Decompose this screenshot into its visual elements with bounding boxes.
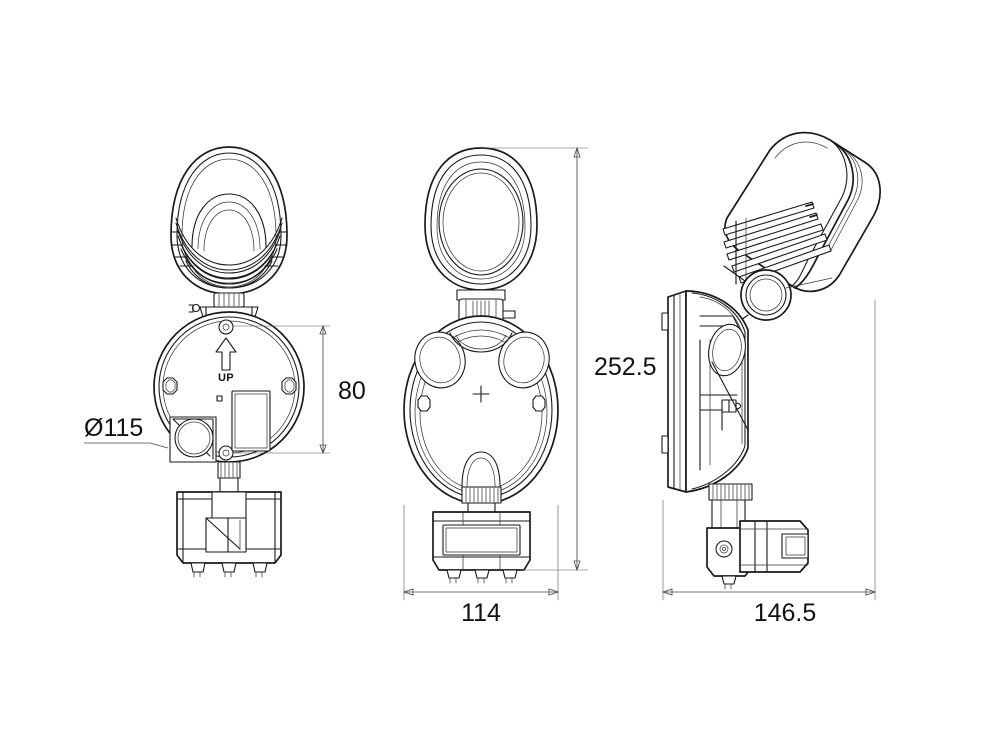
- swivel-knuckle-side: [723, 265, 833, 329]
- dimension-146-5: 146.5: [661, 299, 877, 627]
- dimension-252-5: 252.5: [480, 146, 657, 572]
- sensor-housing-front: [432, 486, 531, 584]
- view-rear: UP: [153, 146, 305, 578]
- base-body-rear: UP: [153, 311, 305, 463]
- sensor-housing-side: [706, 483, 809, 590]
- center-mark: [472, 385, 490, 403]
- up-arrow-marker: [215, 337, 237, 371]
- view-side: [661, 131, 881, 590]
- lamp-head-front: [424, 147, 538, 291]
- led-aperture-left: [414, 331, 466, 389]
- dimension-114-label: 114: [461, 599, 501, 627]
- lamp-head-side: [722, 131, 881, 293]
- lamp-head-rear: [170, 146, 288, 295]
- sensor-housing-rear: [176, 461, 282, 578]
- side-port: [708, 323, 746, 377]
- view-front: [403, 147, 559, 584]
- base-body-side: [661, 290, 749, 493]
- hex-boss-left: [162, 377, 178, 395]
- screw-boss-right: [532, 395, 546, 412]
- up-label: UP: [218, 372, 234, 384]
- dimension-114: 114: [402, 504, 560, 627]
- dimension-80-label: 80: [338, 377, 366, 405]
- dimension-80: 80: [232, 324, 366, 455]
- led-aperture-right: [498, 331, 550, 389]
- base-body-front: [403, 315, 559, 505]
- hex-boss-right: [281, 377, 297, 395]
- dimension-diameter-115-label: Ø115: [84, 414, 143, 442]
- dimension-252-5-label: 252.5: [594, 353, 657, 381]
- dimension-diameter-115: Ø115: [84, 414, 169, 449]
- dimension-146-5-label: 146.5: [754, 599, 817, 627]
- screw-boss-left: [417, 395, 431, 412]
- cable-entry-recess: [169, 416, 217, 463]
